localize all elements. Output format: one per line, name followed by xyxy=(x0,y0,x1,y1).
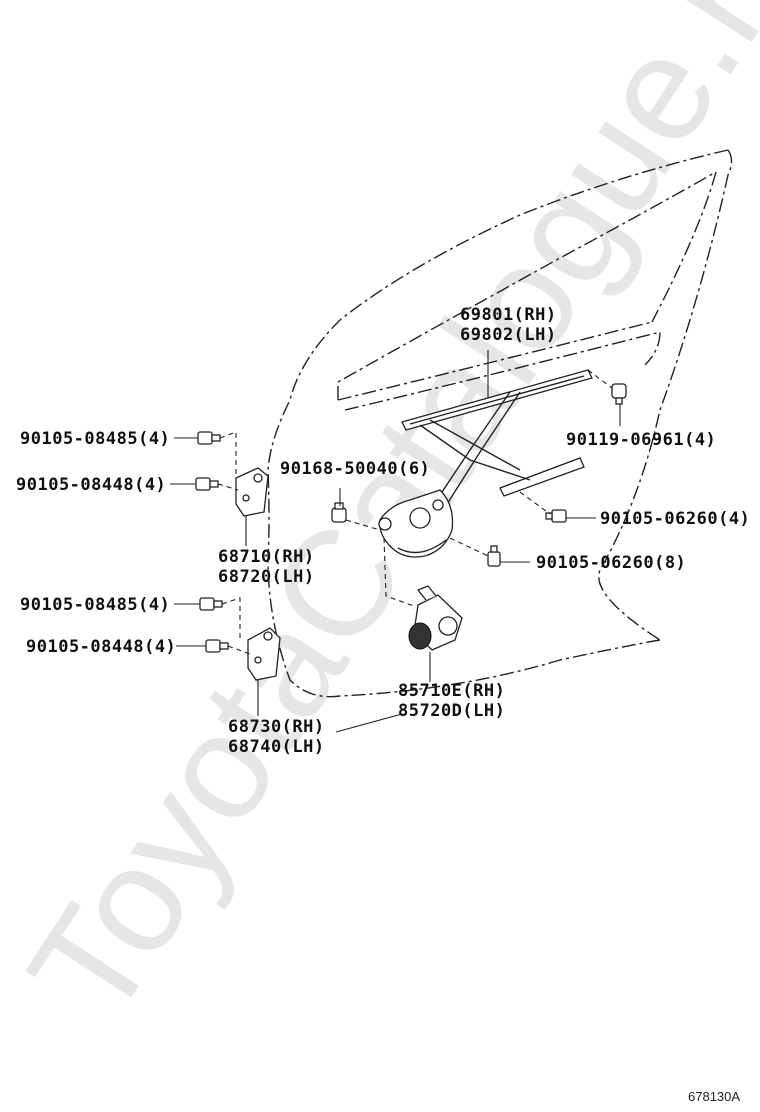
leader-lines xyxy=(170,350,621,733)
bolt-icon xyxy=(331,502,347,523)
bolt-icon xyxy=(199,597,223,611)
bolt-icon xyxy=(611,383,627,405)
window-regulator-rail xyxy=(401,369,593,497)
label-68730: 68730(RH) xyxy=(228,717,325,737)
bolt-icon xyxy=(195,477,219,491)
label-85710E: 85710E(RH) xyxy=(398,681,505,701)
upper-hinge xyxy=(235,467,269,517)
bolt-icon xyxy=(487,545,501,567)
label-68720: 68720(LH) xyxy=(218,567,315,587)
bolt-icon xyxy=(197,431,221,445)
label-68710: 68710(RH) xyxy=(218,547,315,567)
label-85720D: 85720D(LH) xyxy=(398,701,505,721)
label-90105-08485-lower: 90105-08485(4) xyxy=(20,595,170,615)
label-90105-06260-4: 90105-06260(4) xyxy=(600,509,750,529)
label-69802: 69802(LH) xyxy=(460,325,557,345)
label-90168-50040: 90168-50040(6) xyxy=(280,459,430,479)
bolt-icon xyxy=(545,509,567,523)
label-90105-08448-lower: 90105-08448(4) xyxy=(26,637,176,657)
regulator-motor xyxy=(408,585,463,651)
regulator-arms xyxy=(419,391,531,513)
label-69801: 69801(RH) xyxy=(460,305,557,325)
diagram-reference-number: 678130A xyxy=(688,1089,740,1104)
label-90119-06961: 90119-06961(4) xyxy=(566,430,716,450)
label-90105-06260-8: 90105-06260(8) xyxy=(536,553,686,573)
lower-hinge xyxy=(247,627,281,681)
assembly-dash-lines xyxy=(217,369,613,655)
part-labels: 69801(RH) 69802(LH) 90119-06961(4) 90105… xyxy=(16,305,750,757)
label-90105-08448-upper: 90105-08448(4) xyxy=(16,475,166,495)
regulator-gear-assembly xyxy=(378,489,454,558)
bolt-icons xyxy=(195,383,627,653)
label-90105-08485-upper: 90105-08485(4) xyxy=(20,429,170,449)
label-68740: 68740(LH) xyxy=(228,737,325,757)
door-outline xyxy=(267,149,733,698)
